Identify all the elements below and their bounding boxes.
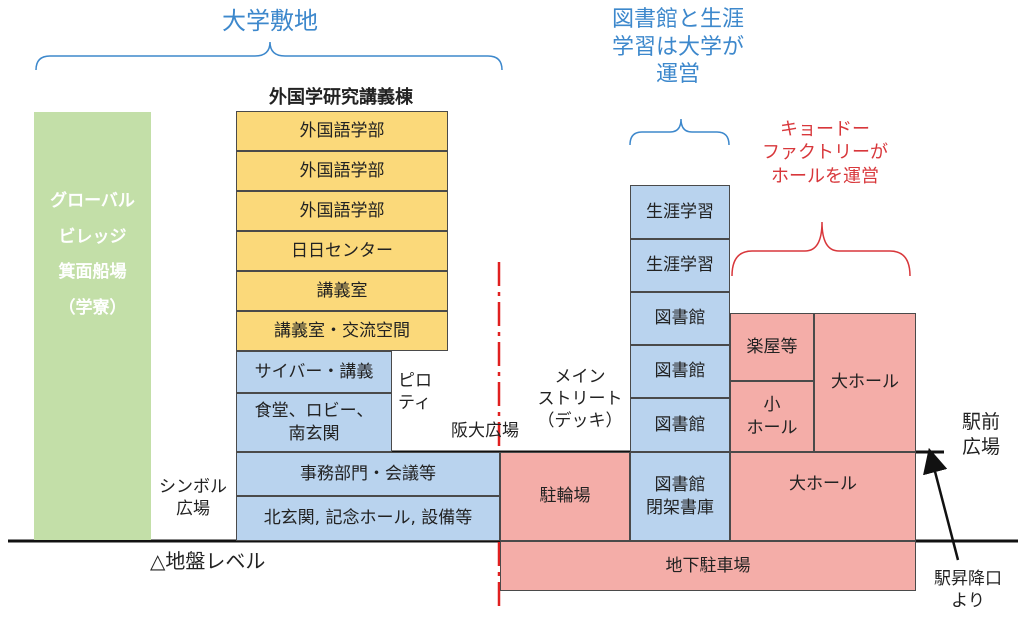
floor-foreign-studies-1: 外国語学部 bbox=[236, 111, 448, 151]
floor-japanese-center: 日日センター bbox=[236, 231, 448, 271]
library-brace bbox=[629, 118, 730, 146]
campus-label: 大学敷地 bbox=[222, 7, 318, 35]
small-hall: 小 ホール bbox=[730, 381, 814, 452]
piloti-label: ピロ ティ bbox=[398, 371, 432, 414]
ground-level-label: △地盤レベル bbox=[150, 549, 266, 573]
hall-note: キョードー ファクトリーが ホールを運営 bbox=[762, 119, 888, 187]
library-floor-library-2: 図書館 bbox=[630, 345, 730, 398]
floor-cafeteria-lobby: 食堂、ロビー、 南玄関 bbox=[236, 393, 392, 452]
floor-north-entrance: 北玄関, 記念ホール, 設備等 bbox=[236, 496, 500, 541]
dressing-rooms: 楽屋等 bbox=[730, 313, 814, 381]
library-closed-stacks: 図書館 閉架書庫 bbox=[630, 452, 730, 541]
handai-plaza-label: 阪大広場 bbox=[451, 421, 519, 441]
big-hall-upper: 大ホール bbox=[814, 313, 916, 452]
underground-parking: 地下駐車場 bbox=[500, 541, 916, 591]
campus-brace bbox=[35, 41, 503, 71]
floor-lecture-exchange: 講義室・交流空間 bbox=[236, 311, 448, 351]
bicycle-parking: 駐輪場 bbox=[500, 452, 630, 541]
hall-brace bbox=[731, 221, 911, 277]
station-arrow bbox=[923, 447, 960, 561]
floor-lecture-room: 講義室 bbox=[236, 271, 448, 311]
library-floor-library-3: 図書館 bbox=[630, 398, 730, 452]
main-street-label: メイン ストリート （デッキ） bbox=[537, 367, 623, 432]
dormitory-block: グローバル ビレッジ 箕面船場 （学寮） bbox=[34, 112, 151, 540]
library-floor-lifelong-2: 生涯学習 bbox=[630, 239, 730, 292]
station-plaza-label: 駅前 広場 bbox=[961, 411, 1000, 458]
floor-foreign-studies-2: 外国語学部 bbox=[236, 151, 448, 191]
library-floor-library-1: 図書館 bbox=[630, 292, 730, 345]
floor-foreign-studies-3: 外国語学部 bbox=[236, 191, 448, 231]
library-note: 図書館と生涯 学習は大学が 運営 bbox=[611, 7, 744, 87]
symbol-plaza-label: シンボル 広場 bbox=[159, 477, 227, 520]
library-floor-lifelong-1: 生涯学習 bbox=[630, 185, 730, 239]
from-station-label: 駅昇降口 より bbox=[934, 569, 1002, 612]
floor-cyber-lecture: サイバー・講義 bbox=[236, 351, 392, 393]
big-hall-lower: 大ホール bbox=[730, 452, 916, 541]
building-title: 外国学研究講義棟 bbox=[269, 87, 413, 108]
floor-administration: 事務部門・会議等 bbox=[236, 452, 500, 496]
dormitory-label: グローバル ビレッジ 箕面船場 （学寮） bbox=[50, 191, 135, 319]
